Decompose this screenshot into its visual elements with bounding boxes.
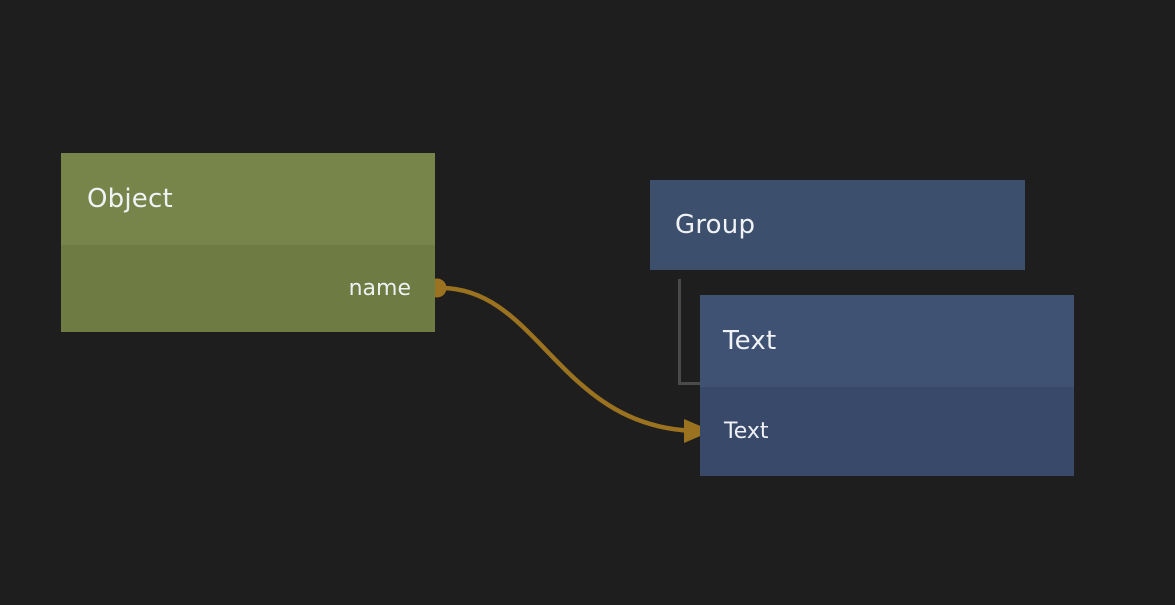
node-text-row-text-label: Text xyxy=(724,419,769,444)
node-text-title: Text xyxy=(723,326,777,356)
node-group-title: Group xyxy=(675,210,756,240)
node-text-row-text[interactable]: Text xyxy=(700,387,1074,476)
node-object-header[interactable]: Object xyxy=(61,153,435,245)
node-text[interactable]: Text Text xyxy=(700,295,1074,476)
edge-object-name-to-text-wire xyxy=(438,285,712,443)
node-group-header[interactable]: Group xyxy=(650,180,1025,270)
node-text-header[interactable]: Text xyxy=(700,295,1074,387)
node-object-row-name-label: name xyxy=(348,276,411,301)
node-object-row-name[interactable]: name xyxy=(61,245,435,332)
edge-group-to-text-bracket xyxy=(678,279,700,385)
node-text-body: Text xyxy=(700,387,1074,476)
node-group[interactable]: Group xyxy=(650,180,1025,270)
node-object-title: Object xyxy=(87,184,173,214)
node-object[interactable]: Object name xyxy=(61,153,435,332)
node-object-body: name xyxy=(61,245,435,332)
